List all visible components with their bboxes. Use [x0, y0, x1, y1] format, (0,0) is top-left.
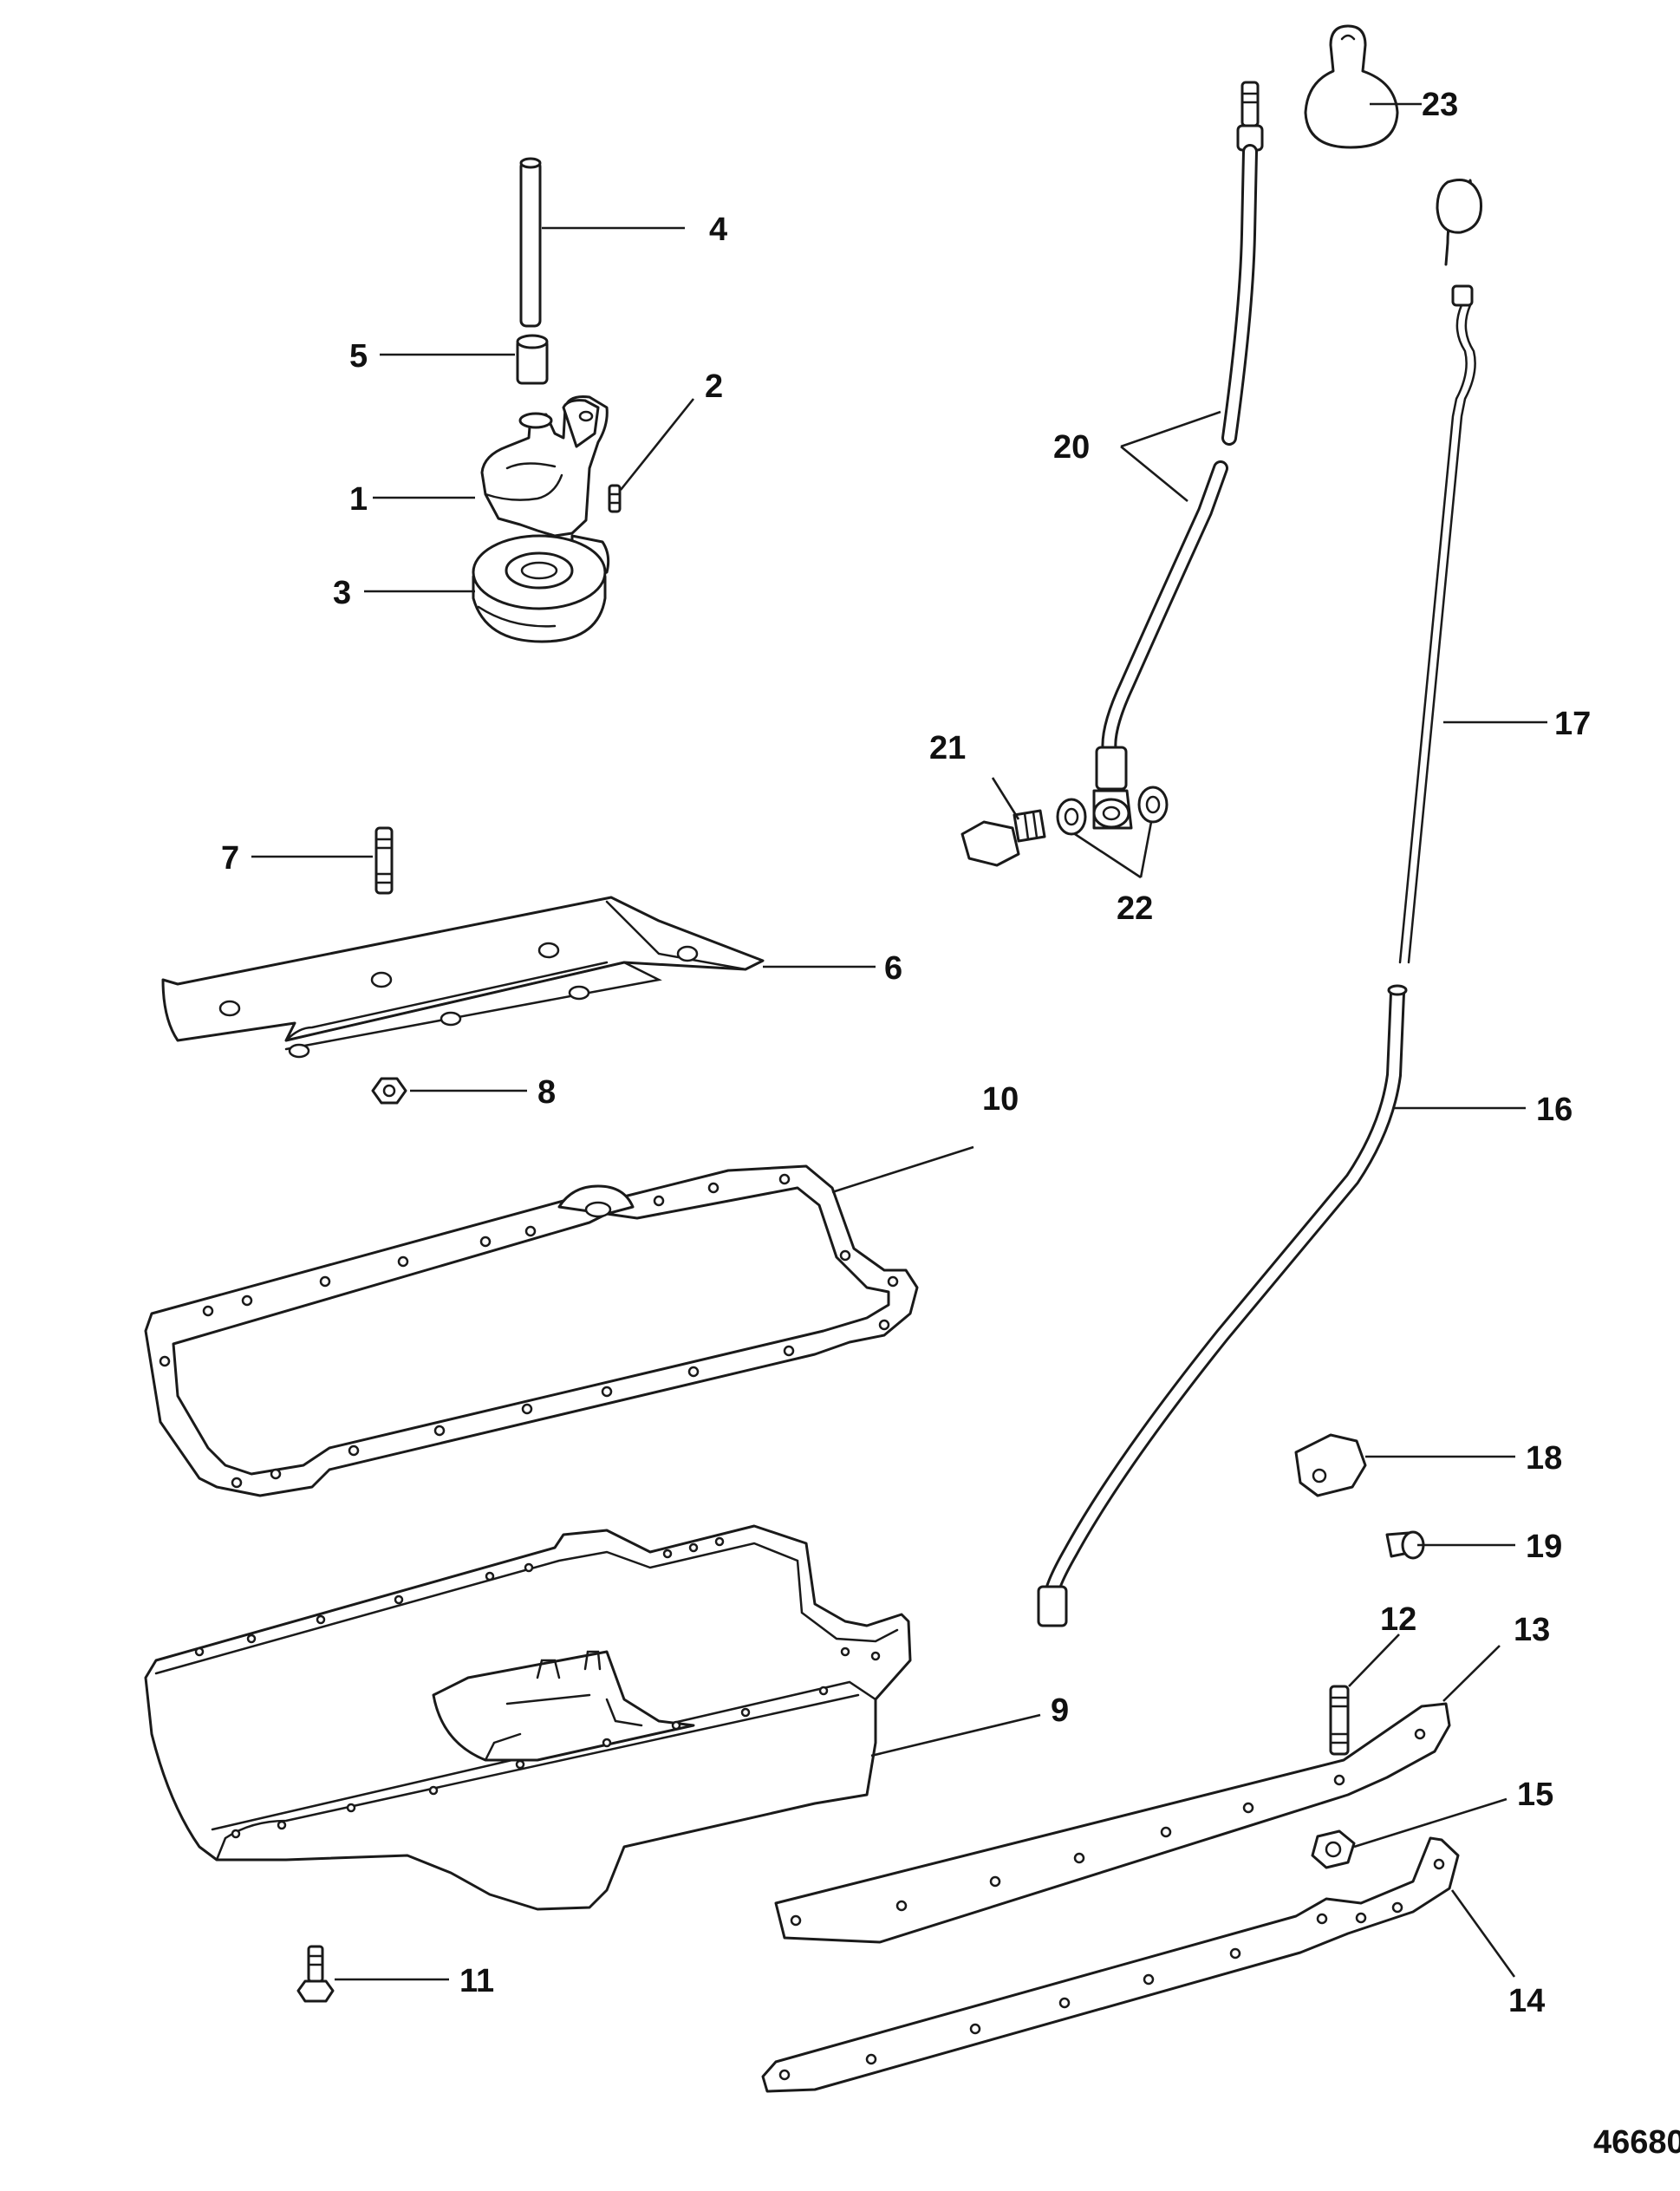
callout-23: 23 — [1422, 87, 1458, 123]
side-gasket-holes — [790, 1728, 1426, 1927]
part-6-windage-tray — [161, 896, 765, 1059]
part-14-side-gasket — [761, 1836, 1460, 2093]
part-1-oil-pump — [480, 395, 609, 538]
part-2-pin — [608, 484, 622, 513]
callout-labels: 1 2 3 4 5 6 7 8 9 10 11 12 13 14 15 16 1… — [221, 87, 1680, 2161]
part-20-dipstick-tube-upper — [1092, 81, 1264, 830]
callout-10: 10 — [982, 1081, 1019, 1118]
callout-7: 7 — [221, 840, 239, 877]
figure-number: 46680 — [1593, 2124, 1680, 2161]
part-16-dipstick-tube-lower — [1037, 984, 1408, 1627]
callout-14: 14 — [1508, 1983, 1545, 2019]
callout-15: 15 — [1517, 1777, 1553, 1813]
callout-22: 22 — [1117, 890, 1153, 927]
callout-6: 6 — [884, 950, 902, 987]
callout-17: 17 — [1554, 706, 1591, 742]
oil-pan-holes — [194, 1536, 881, 1839]
part-19-screw — [1385, 1530, 1425, 1560]
callout-19: 19 — [1526, 1529, 1562, 1565]
part-15-nut — [1311, 1829, 1356, 1869]
part-9-oil-pan — [144, 1524, 912, 1911]
part-4-pickup-rod — [519, 157, 542, 328]
part-21-banjo-bolt — [960, 809, 1046, 867]
part-17-dipstick — [1398, 179, 1483, 964]
callout-4: 4 — [709, 212, 727, 248]
part-3-pickup-screen — [472, 534, 610, 643]
part-8-nut — [371, 1077, 407, 1105]
lower-gasket-holes — [778, 1858, 1445, 2081]
callout-13: 13 — [1514, 1612, 1550, 1648]
callout-16: 16 — [1536, 1092, 1573, 1128]
callout-20: 20 — [1053, 429, 1090, 466]
callout-12: 12 — [1380, 1601, 1416, 1638]
part-11-bolt — [296, 1945, 335, 2003]
part-7-stud — [374, 826, 394, 895]
part-18-clip — [1294, 1433, 1367, 1497]
part-13-side-gasket — [774, 1702, 1451, 1944]
part-5-collar — [516, 334, 549, 385]
part-10-pan-gasket — [144, 1164, 919, 1497]
leader-lines — [251, 102, 1547, 1981]
part-12-stud — [1329, 1685, 1350, 1756]
pan-gasket-holes — [159, 1173, 899, 1489]
callout-18: 18 — [1526, 1440, 1562, 1477]
callout-11: 11 — [459, 1963, 494, 1999]
callout-3: 3 — [333, 575, 351, 611]
callout-1: 1 — [349, 481, 368, 518]
callout-5: 5 — [349, 338, 368, 375]
callout-9: 9 — [1051, 1692, 1069, 1729]
callout-21: 21 — [929, 730, 966, 766]
part-23-cap — [1304, 24, 1399, 149]
part-22-washers — [1056, 786, 1169, 836]
callout-8: 8 — [537, 1074, 556, 1111]
callout-2: 2 — [705, 368, 723, 405]
